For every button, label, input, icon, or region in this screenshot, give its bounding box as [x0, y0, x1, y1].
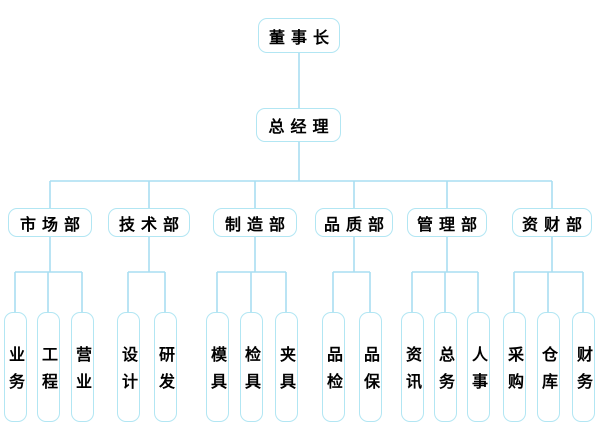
- org-node-section-0-2-label: 营业: [73, 345, 92, 400]
- org-node-section-3-1-label: 品保: [361, 345, 380, 400]
- org-node-chairman: 董事长: [258, 18, 340, 53]
- org-node-section-0-1-label: 工程: [39, 345, 58, 400]
- org-node-section-2-1: 检具: [239, 312, 263, 422]
- org-node-section-0-1: 工程: [36, 312, 60, 422]
- org-node-section-5-2-label: 财务: [574, 345, 593, 400]
- org-node-section-3-1: 品保: [358, 312, 382, 422]
- org-node-section-4-0-label: 资讯: [403, 345, 422, 400]
- org-node-section-0-2: 营业: [70, 312, 94, 422]
- org-node-department-2: 制造部: [213, 208, 297, 237]
- org-node-section-4-0: 资讯: [400, 312, 424, 422]
- org-node-department-1: 技术部: [108, 208, 190, 237]
- org-node-section-5-2: 财务: [571, 312, 595, 422]
- org-node-department-3: 品质部: [315, 208, 393, 237]
- org-node-section-4-1-label: 总务: [436, 345, 455, 400]
- org-node-section-5-0: 采购: [502, 312, 526, 422]
- org-node-section-1-1: 研发: [153, 312, 177, 422]
- org-node-section-2-2-label: 夹具: [277, 345, 296, 400]
- org-node-section-4-1: 总务: [433, 312, 457, 422]
- org-node-section-0-0-label: 业务: [6, 345, 25, 400]
- org-node-section-0-0: 业务: [3, 312, 27, 422]
- org-node-section-2-1-label: 检具: [242, 345, 261, 400]
- org-node-section-1-0-label: 设计: [119, 345, 138, 400]
- org-node-section-2-0-label: 模具: [208, 345, 227, 400]
- org-node-section-4-2: 人事: [466, 312, 490, 422]
- org-node-department-0: 市场部: [8, 208, 92, 237]
- connector-path: [14, 53, 584, 312]
- org-node-section-4-2-label: 人事: [469, 345, 488, 400]
- org-node-department-5: 资财部: [512, 208, 592, 237]
- org-node-section-3-0-label: 品检: [324, 345, 343, 400]
- org-node-section-5-1-label: 仓库: [539, 345, 558, 400]
- org-node-section-1-0: 设计: [116, 312, 140, 422]
- org-node-section-1-1-label: 研发: [156, 345, 175, 400]
- org-node-general-manager: 总经理: [256, 108, 341, 142]
- org-node-department-4: 管理部: [407, 208, 487, 237]
- org-node-section-2-0: 模具: [205, 312, 229, 422]
- org-node-section-2-2: 夹具: [274, 312, 298, 422]
- org-node-section-5-0-label: 采购: [505, 345, 524, 400]
- org-node-section-5-1: 仓库: [536, 312, 560, 422]
- org-node-section-3-0: 品检: [321, 312, 345, 422]
